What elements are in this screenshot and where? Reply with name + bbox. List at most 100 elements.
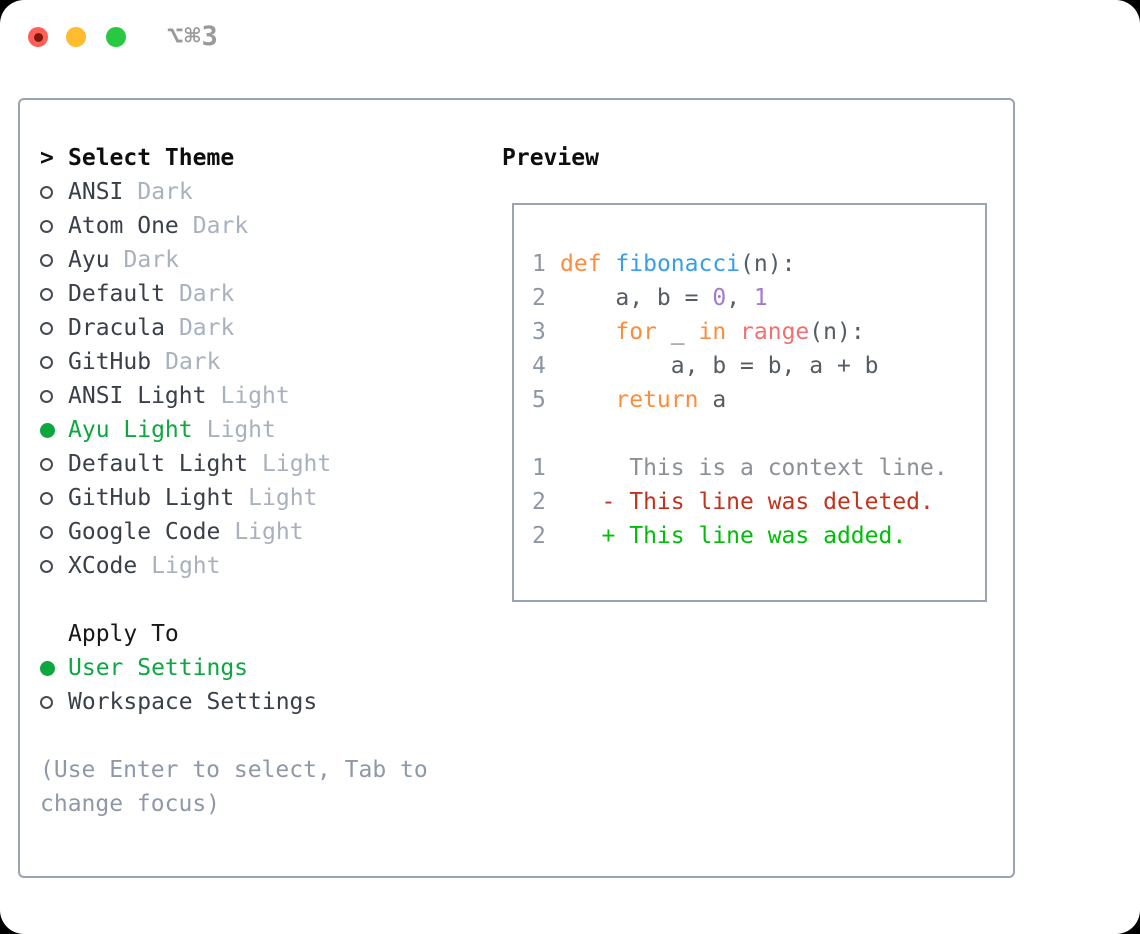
theme-option-xcode[interactable]: XCode Light — [40, 549, 428, 583]
apply-option-user-settings[interactable]: User Settings — [40, 651, 428, 685]
theme-name: Atom One — [68, 213, 179, 239]
theme-option-google-code[interactable]: Google Code Light — [40, 515, 428, 549]
diff-text: This is a context line. — [560, 455, 948, 481]
apply-option-label: Workspace Settings — [68, 689, 318, 715]
diff-text: - This line was deleted. — [560, 489, 934, 515]
radio-off-icon — [40, 355, 53, 369]
code-token — [560, 319, 615, 345]
theme-option-dracula-dark[interactable]: Dracula Dark — [40, 311, 428, 345]
radio-off-icon — [40, 695, 53, 709]
theme-variant: Light — [151, 553, 221, 579]
diff-text: + This line was added. — [560, 523, 907, 549]
code-token: a — [698, 387, 727, 413]
code-token: , — [726, 285, 754, 311]
theme-option-ayu-dark[interactable]: Ayu Dark — [40, 243, 428, 277]
theme-name: Google Code — [68, 519, 221, 545]
radio-off-icon — [40, 389, 53, 403]
spacer-row — [40, 719, 428, 753]
code-token — [560, 387, 615, 413]
theme-name: Ayu — [68, 247, 110, 273]
radio-off-icon — [40, 457, 53, 471]
theme-name: GitHub Light — [68, 485, 235, 511]
theme-option-github-light[interactable]: GitHub Light Light — [40, 481, 428, 515]
code-line: 2 a, b = 0, 1 — [532, 281, 985, 315]
code-token: a, b = — [560, 285, 713, 311]
theme-variant: Light — [262, 451, 332, 477]
apply-option-workspace-settings[interactable]: Workspace Settings — [40, 685, 428, 719]
select-theme-header: >Select Theme — [40, 141, 428, 175]
code-token: range — [740, 319, 810, 345]
theme-option-ansi-dark[interactable]: ANSI Dark — [40, 175, 428, 209]
theme-variant: Light — [206, 417, 276, 443]
theme-option-github-dark[interactable]: GitHub Dark — [40, 345, 428, 379]
theme-variant: Light — [220, 383, 290, 409]
zoom-button[interactable] — [106, 27, 126, 47]
line-number: 3 — [532, 319, 546, 345]
theme-variant: Dark — [123, 247, 179, 273]
radio-off-icon — [40, 185, 53, 199]
diff-added-line: 2 + This line was added. — [532, 519, 985, 553]
code-token: return — [615, 387, 699, 413]
line-number: 2 — [532, 523, 546, 549]
theme-name: Default — [68, 281, 165, 307]
code-token: 1 — [753, 285, 768, 311]
minimize-button[interactable] — [66, 27, 86, 47]
line-number: 2 — [532, 489, 546, 515]
code-token: def — [560, 251, 602, 277]
line-number: 2 — [532, 285, 546, 311]
theme-name: ANSI — [68, 179, 124, 205]
theme-option-atom-one-dark[interactable]: Atom One Dark — [40, 209, 428, 243]
theme-option-ayu-light-selected[interactable]: Ayu Light Light — [40, 413, 428, 447]
hint-text-line1: (Use Enter to select, Tab to — [40, 757, 428, 783]
line-number: 1 — [532, 251, 546, 277]
code-token: 0 — [712, 285, 727, 311]
window-title: ⌥⌘3 — [167, 21, 219, 52]
theme-variant: Light — [234, 519, 304, 545]
theme-variant: Dark — [178, 315, 235, 341]
radio-on-icon — [40, 660, 55, 676]
code-token: _ — [656, 319, 699, 345]
theme-name: XCode — [68, 553, 138, 579]
diff-deleted-line: 2 - This line was deleted. — [532, 485, 985, 519]
close-button[interactable] — [28, 27, 48, 47]
radio-off-icon — [40, 559, 53, 573]
radio-off-icon — [40, 321, 53, 335]
section-title: Apply To — [68, 621, 179, 647]
line-number: 1 — [532, 455, 546, 481]
theme-name: ANSI Light — [68, 383, 207, 409]
titlebar: ⌥⌘3 — [0, 0, 1140, 98]
radio-off-icon — [40, 525, 53, 539]
radio-off-icon — [40, 287, 53, 301]
code-token: in — [698, 319, 727, 345]
hint-text-line2: change focus) — [40, 791, 221, 817]
code-line: 4 a, b = b, a + b — [532, 349, 985, 383]
theme-variant: Dark — [192, 213, 249, 239]
theme-name: GitHub — [68, 349, 152, 375]
prompt-icon: > — [40, 145, 54, 171]
radio-off-icon — [40, 253, 53, 267]
theme-option-ansi-light[interactable]: ANSI Light Light — [40, 379, 428, 413]
code-token — [726, 319, 740, 345]
theme-name: Ayu Light — [68, 417, 193, 443]
theme-variant: Dark — [137, 179, 193, 205]
theme-variant: Dark — [165, 349, 221, 375]
code-token: (n): — [740, 251, 796, 277]
theme-variant: Light — [248, 485, 318, 511]
code-token: for — [615, 319, 657, 345]
preview-header: Preview — [502, 145, 599, 171]
apply-option-label: User Settings — [68, 655, 249, 681]
code-line: 5 return a — [532, 383, 985, 417]
spacer-row — [40, 583, 428, 617]
apply-to-header: Apply To — [40, 617, 428, 651]
line-number: 4 — [532, 353, 546, 379]
code-token: (n): — [809, 319, 865, 345]
theme-name: Dracula — [68, 315, 165, 341]
radio-off-icon — [40, 491, 53, 505]
